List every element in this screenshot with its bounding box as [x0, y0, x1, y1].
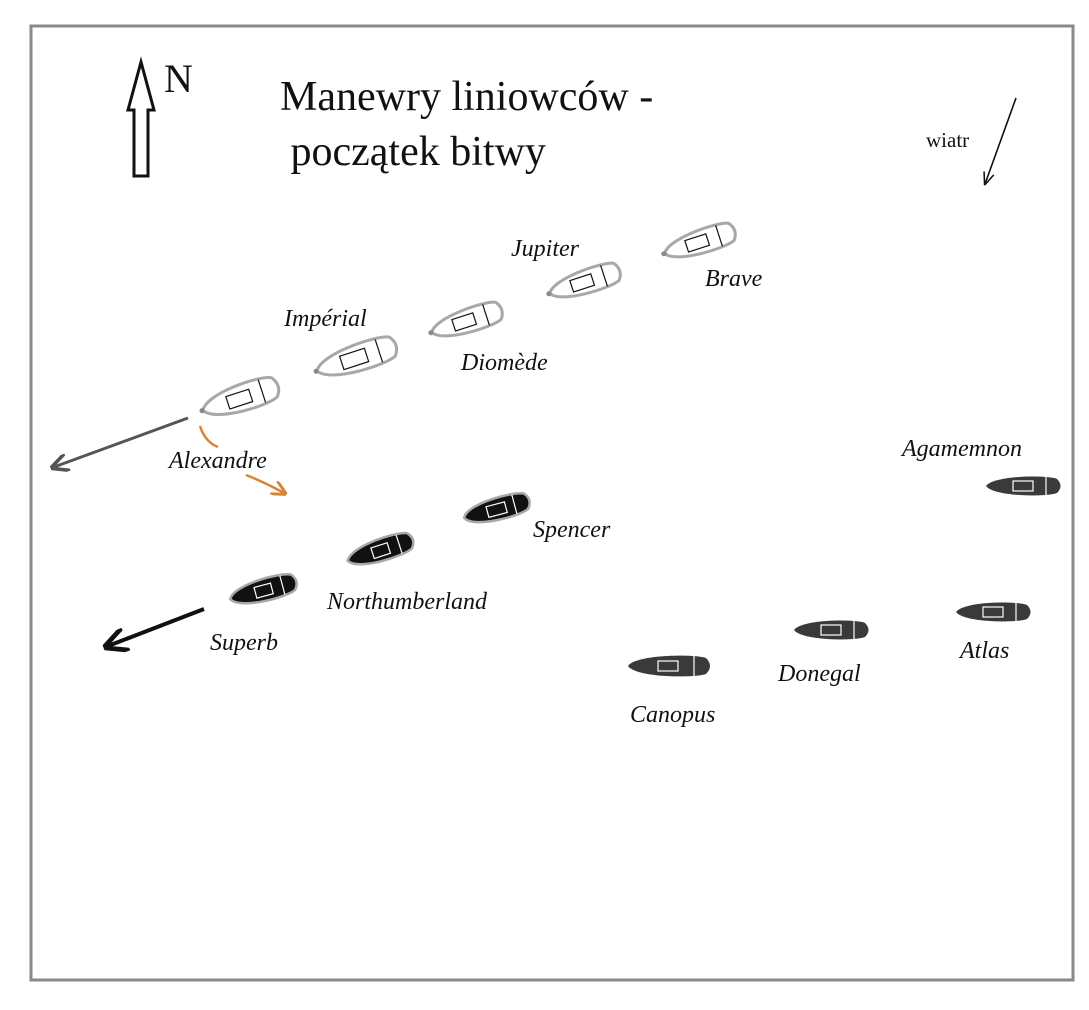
label-diomede: Diomède [460, 350, 548, 376]
ship-brave [661, 221, 737, 259]
ship-canopus [628, 655, 710, 677]
label-spencer: Spencer [533, 517, 611, 543]
ship-diomede [428, 300, 504, 338]
ship-jupiter [546, 261, 622, 299]
ship-atlas [956, 602, 1031, 622]
north-arrow-icon [126, 56, 156, 178]
diagram-frame [29, 24, 1075, 982]
maneuver-arrow-icon [245, 473, 284, 493]
north-label: N [164, 56, 193, 101]
label-alexandre: Alexandre [167, 448, 267, 474]
label-atlas: Atlas [958, 638, 1009, 664]
label-northumberland: Northumberland [326, 589, 488, 615]
label-canopus: Canopus [630, 702, 715, 728]
british-course-arrow-icon [108, 607, 205, 646]
wind-arrow-icon [985, 97, 1017, 184]
french-course-arrow-icon [54, 416, 189, 467]
label-brave: Brave [705, 266, 763, 292]
ship-donegal [794, 620, 869, 640]
ship-superb [228, 573, 298, 605]
label-imperial: Impérial [283, 306, 367, 332]
wind-label: wiatr [926, 128, 969, 152]
maneuver-curve [198, 425, 219, 449]
label-jupiter: Jupiter [511, 236, 580, 262]
label-donegal: Donegal [777, 661, 861, 687]
title-line-1: Manewry liniowców - [280, 74, 653, 120]
ship-alexandre [199, 376, 281, 416]
ship-northumberland [346, 531, 415, 566]
ship-agamemnon [986, 476, 1061, 496]
ship-imperial [313, 335, 399, 377]
label-agamemnon: Agamemnon [900, 436, 1022, 462]
ship-spencer [462, 492, 531, 524]
title-line-2: początek bitwy [280, 129, 546, 175]
label-superb: Superb [210, 630, 278, 656]
